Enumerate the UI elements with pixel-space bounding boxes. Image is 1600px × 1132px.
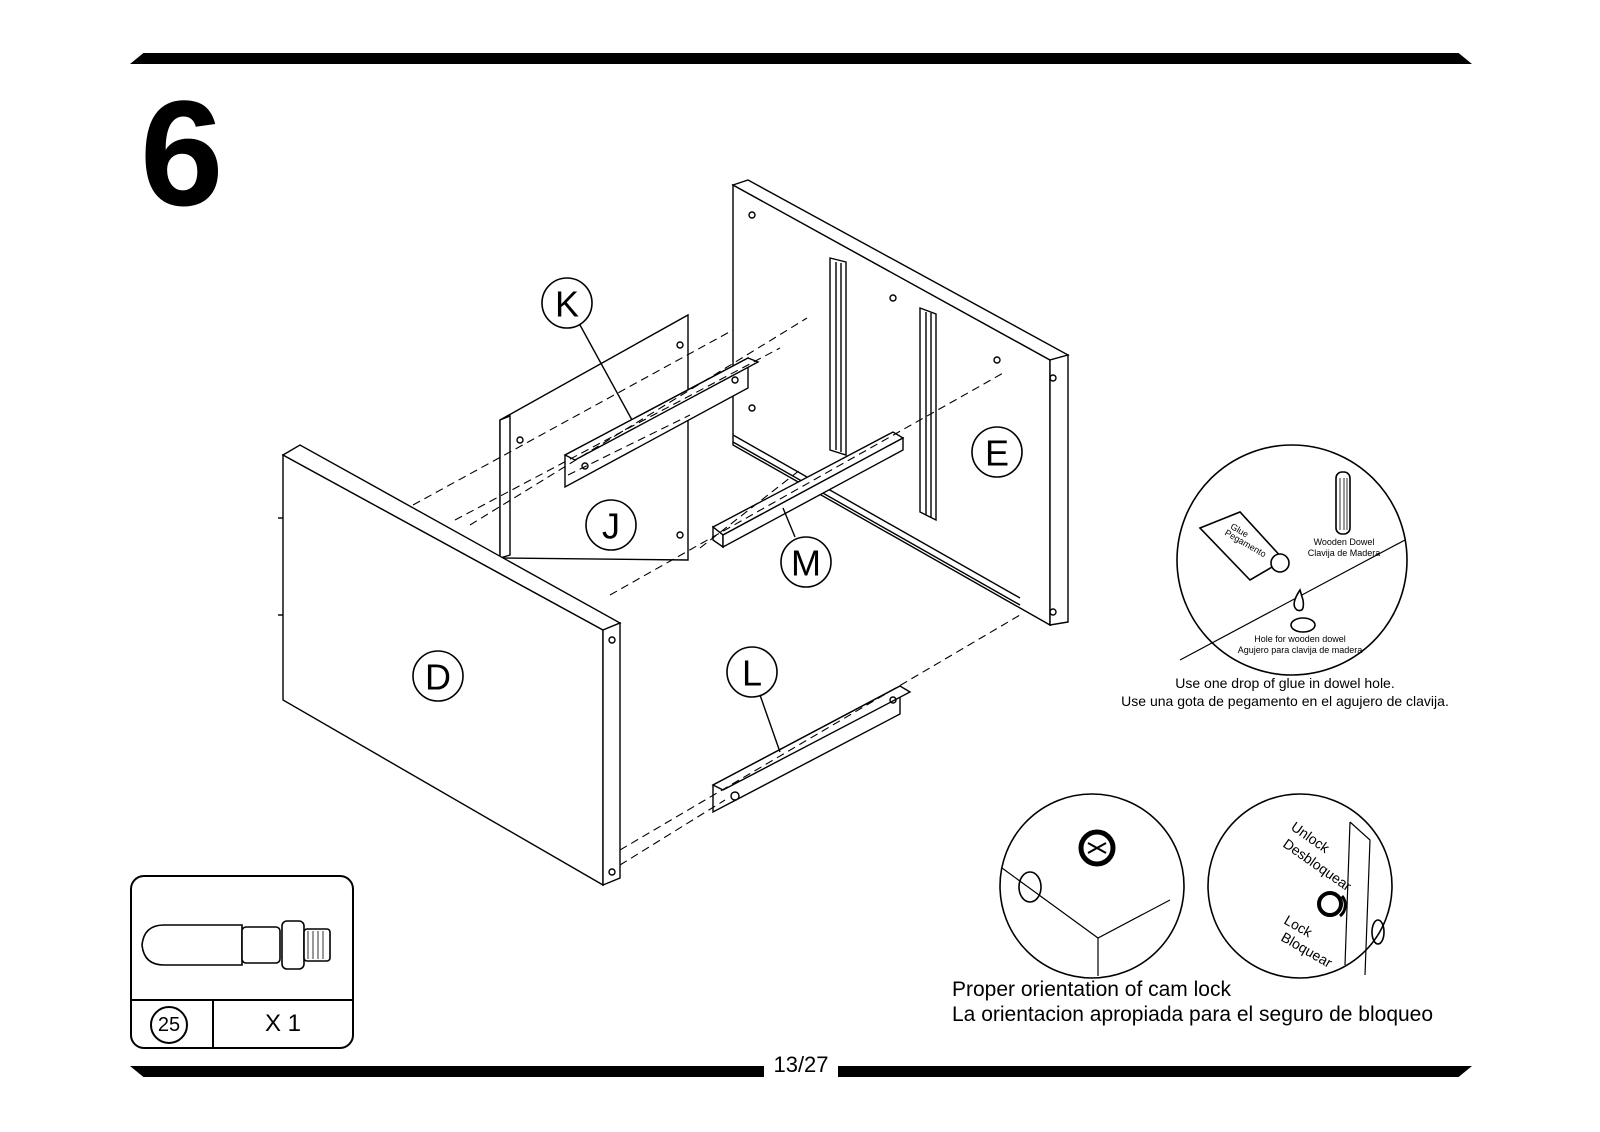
part-l-callout [726,646,778,698]
page-number: 13/27 [764,1052,838,1078]
cam-lock-detail-1 [999,793,1185,979]
glue-bottle-icon [1198,511,1290,582]
part-m-callout [780,536,832,588]
part-d-callout [412,650,464,702]
part-l-label: L [742,653,762,694]
cam-lock-caption-es: La orientacion apropiada para el seguro … [952,1003,1434,1026]
step-number: 6 [140,69,224,237]
hardware-quantity: X 1 [264,1010,302,1037]
part-k-label: K [555,284,579,325]
glue-instruction-es: Use una gota de pegamento en el agujero … [1121,693,1449,709]
glue-instruction-en: Use one drop of glue in dowel hole. [1175,675,1395,691]
dowel-label: Wooden Dowel [1314,537,1375,547]
glue-detail [1176,444,1408,676]
top-rule [130,53,1472,64]
part-j-label: J [602,506,620,547]
hardware-item-number: 25 [150,1006,188,1044]
lock-rotate-icon [1317,891,1347,918]
cam-lock-detail-2 [1207,793,1393,979]
hardware-row: 25 X 1 [132,999,352,1047]
hardware-divider [212,1001,214,1047]
part-e-label: E [985,433,1009,474]
panel-e [731,179,1070,627]
panel-j [499,313,689,561]
hole-label-es: Agujero para clavija de madera [1238,645,1363,655]
part-k-callout [541,277,593,329]
cam-bolt-icon [141,920,331,970]
cam-lock-caption-en: Proper orientation of cam lock [952,978,1231,1001]
part-m-label: M [791,543,821,584]
part-j-callout [585,499,637,551]
part-d-label: D [425,657,451,698]
hardware-box: 25 X 1 [130,875,354,1049]
cam-lock-icon [1078,829,1116,867]
dowel-label-es: Clavija de Madera [1308,548,1381,558]
rail-l [711,684,912,814]
hole-label: Hole for wooden dowel [1254,634,1346,644]
part-e-callout [971,426,1023,478]
wooden-dowel-icon [1335,471,1351,535]
